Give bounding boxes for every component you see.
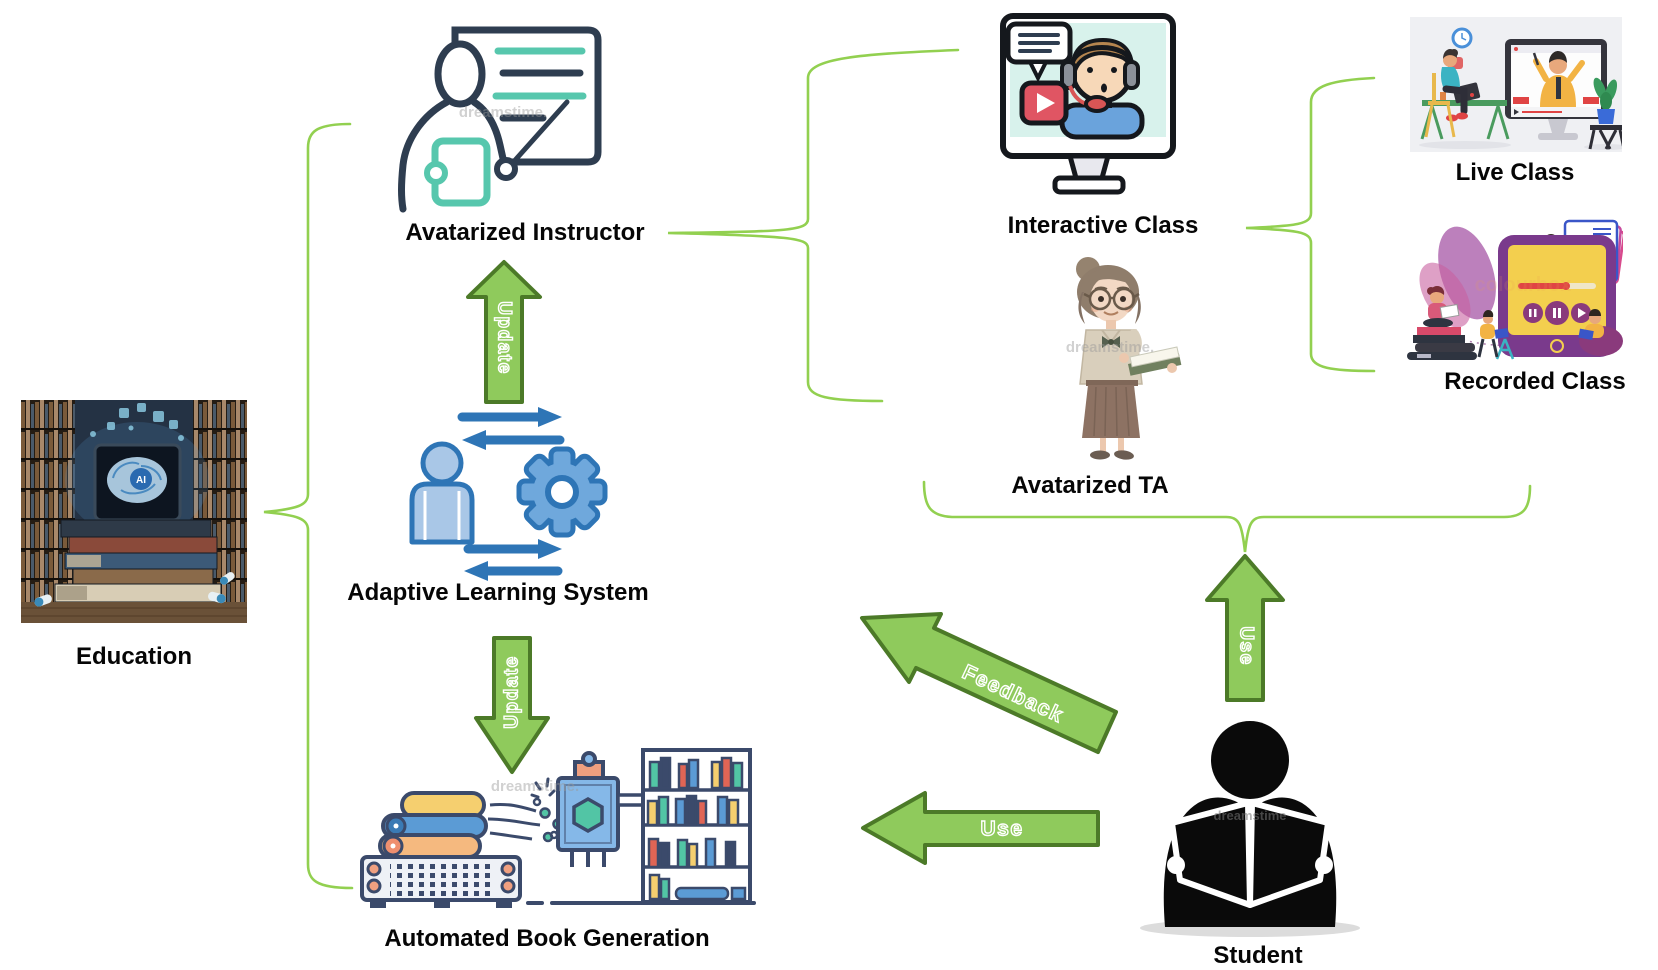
book-stack	[54, 519, 222, 603]
head	[1211, 721, 1289, 799]
recorded-class-label: Recorded Class	[1444, 368, 1626, 395]
adaptive-learning-system-label: Adaptive Learning System	[347, 579, 649, 606]
ai-badge	[130, 468, 152, 490]
live-class-illustration	[1410, 17, 1622, 152]
education-label: Education	[75, 643, 192, 670]
sitter-at-stand	[1477, 310, 1515, 360]
chat-bubble-icon	[1005, 21, 1073, 83]
avatarized-instructor-label: Avatarized Instructor	[405, 219, 645, 246]
home-button	[1550, 339, 1564, 353]
automated-book-generation-label: Automated Book Generation	[384, 925, 710, 952]
books-on-machine	[378, 791, 488, 859]
glasses	[1083, 287, 1140, 311]
pills	[34, 572, 235, 607]
watermark: colourbox	[1475, 274, 1572, 296]
shoe-left	[1090, 450, 1110, 460]
ai-tablet: AI	[93, 443, 182, 522]
plant-and-stool	[1588, 77, 1622, 150]
live-class-label: Live Class	[1455, 159, 1575, 186]
thumb-right	[1315, 856, 1333, 874]
bow	[1102, 336, 1111, 348]
svg-text:AI: AI	[136, 475, 146, 486]
wall-clock-icon	[1451, 27, 1473, 49]
monitor-with-presenter	[1505, 39, 1607, 140]
bookshelf-left	[21, 400, 75, 605]
tie	[1556, 77, 1561, 99]
skirt	[1082, 380, 1140, 438]
whiteboard	[451, 26, 602, 166]
recorded-class-illustration: colourbox	[1407, 219, 1623, 360]
shoe-right	[1114, 450, 1134, 460]
watermark: dreamstime.	[1066, 339, 1154, 356]
avatarized-ta-label: Avatarized TA	[1011, 472, 1169, 499]
plant-pot	[1597, 109, 1615, 124]
floating-tech-icons	[90, 403, 184, 441]
shelf-books-row3	[647, 837, 737, 869]
chip-processor	[556, 751, 620, 867]
arrow-update-up-label: Update	[494, 301, 515, 374]
arrow-feedback: Feedback	[860, 612, 1118, 754]
play-button-icon	[1019, 80, 1069, 126]
arrow-use-left-label: Use	[980, 818, 1023, 841]
shelf-books-row4	[648, 873, 747, 901]
gear-icon	[516, 446, 608, 538]
mic	[1084, 95, 1110, 113]
pointer-stick	[506, 99, 570, 170]
student-at-desk	[1420, 49, 1510, 140]
brace-interactive-to-class-types	[1245, 76, 1376, 373]
shelf-books-row2	[646, 794, 740, 827]
player-controls	[1523, 301, 1591, 325]
education-image: AI	[21, 400, 247, 623]
headset-band	[1069, 45, 1135, 65]
exchange-arrows-top	[457, 407, 565, 450]
headset-earcup-right	[1123, 60, 1140, 90]
monitor-stand	[1052, 153, 1126, 195]
arrow-use-up-label: Use	[1236, 626, 1257, 665]
instructor-figure	[398, 40, 570, 213]
student-label: Student	[1213, 942, 1303, 969]
student-top	[1440, 67, 1460, 89]
person-icon	[409, 441, 475, 545]
chip-shelf-connector	[616, 793, 646, 807]
progress-bar	[1518, 283, 1566, 289]
presenter	[1059, 37, 1145, 140]
arrow-feedback-label: Feedback	[959, 661, 1067, 728]
student-icon: dreamstime	[1140, 721, 1360, 937]
live-badge	[1513, 97, 1529, 104]
interactive-class-icon	[1000, 13, 1176, 195]
automated-book-generation-illustration: dreamstime.	[360, 748, 756, 908]
beanbag-person	[1578, 309, 1623, 356]
thumb-left	[1167, 856, 1185, 874]
adaptive-learning-system-icon	[409, 407, 608, 581]
woman-on-books	[1407, 286, 1477, 360]
watermark: dreamstime.	[459, 104, 547, 121]
interactive-class-label: Interactive Class	[1007, 212, 1199, 239]
book-in-hand	[1128, 346, 1182, 376]
arrow-use-up: Use	[1205, 554, 1285, 702]
arrow-use-left: Use	[861, 791, 1100, 865]
blouse	[1079, 329, 1143, 385]
hand	[494, 157, 518, 181]
hexagon-core	[572, 796, 604, 834]
avatarized-instructor-icon: dreamstime.	[398, 26, 602, 213]
exchange-arrows-bottom	[463, 539, 563, 581]
brace-instructor-to-classes	[667, 48, 960, 403]
watermark: dreamstime.	[491, 778, 579, 795]
arrow-update-down-label: Update	[502, 655, 523, 728]
avatarized-ta-figure: dreamstime.	[1066, 257, 1182, 460]
bookshelf-unit	[641, 748, 752, 904]
watermark: dreamstime	[1214, 808, 1287, 823]
spark-burst	[530, 777, 556, 799]
shelf-books-row1	[648, 756, 744, 790]
wooden-desk	[21, 602, 247, 623]
arrow-update-up: Update	[466, 260, 542, 404]
brace-education-to-left-column	[263, 122, 354, 890]
data-stream	[487, 797, 564, 843]
printer-machine	[360, 855, 522, 908]
